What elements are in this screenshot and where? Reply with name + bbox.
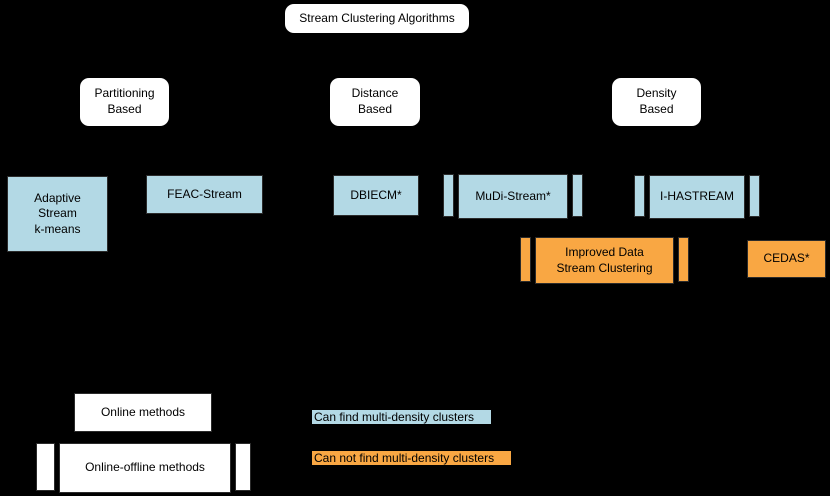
node-label-line: k-means <box>34 221 81 236</box>
legend-online-offline-methods-group: Online-offline methods <box>36 443 251 493</box>
online-offline-left-strip <box>36 443 55 491</box>
online-offline-left-strip <box>520 237 531 282</box>
node-dbiecm: DBIECM* <box>333 175 419 216</box>
node-label-line: Stream Clustering <box>556 260 653 275</box>
legend-can-not-find-multi-density: Can not find multi-density clusters <box>312 451 511 465</box>
node-i-hastream: I-HASTREAM <box>649 175 745 219</box>
node-improved-data-stream-clustering-group: Improved Data Stream Clustering <box>520 237 689 284</box>
legend-online-offline-methods: Online-offline methods <box>59 443 231 493</box>
node-improved-data-stream-clustering: Improved Data Stream Clustering <box>535 237 674 284</box>
online-offline-right-strip <box>572 174 583 217</box>
online-offline-left-strip <box>634 175 645 217</box>
category-label-line: Based <box>357 102 393 116</box>
node-adaptive-stream-kmeans: Adaptive Stream k-means <box>7 176 108 252</box>
category-label-line: Based <box>639 102 674 116</box>
legend-can-find-multi-density: Can find multi-density clusters <box>312 410 491 424</box>
node-label-line: Stream <box>38 206 77 221</box>
node-mudi-stream-group: MuDi-Stream* <box>443 174 583 219</box>
online-offline-right-strip <box>678 237 689 282</box>
node-feac-stream: FEAC-Stream <box>146 175 263 214</box>
category-label-line: Density <box>636 86 677 101</box>
online-offline-left-strip <box>443 174 454 217</box>
node-label-line: Improved Data <box>565 244 644 259</box>
node-label-line: Adaptive <box>34 190 81 205</box>
node-mudi-stream: MuDi-Stream* <box>458 174 568 219</box>
category-partitioning-based: Partitioning Based <box>80 78 169 126</box>
root-node-stream-clustering-algorithms: Stream Clustering Algorithms <box>285 4 469 33</box>
category-density-based: Density Based <box>612 78 701 126</box>
node-cedas: CEDAS* <box>747 240 826 278</box>
category-label-line: Partitioning <box>94 86 155 101</box>
category-distance-based: Distance Based <box>330 78 420 126</box>
node-i-hastream-group: I-HASTREAM <box>634 175 760 219</box>
category-label-line: Distance <box>351 86 399 101</box>
online-offline-right-strip <box>749 175 760 217</box>
online-offline-right-strip <box>235 443 251 491</box>
category-label-line: Based <box>107 102 142 116</box>
legend-online-methods: Online methods <box>74 393 212 432</box>
